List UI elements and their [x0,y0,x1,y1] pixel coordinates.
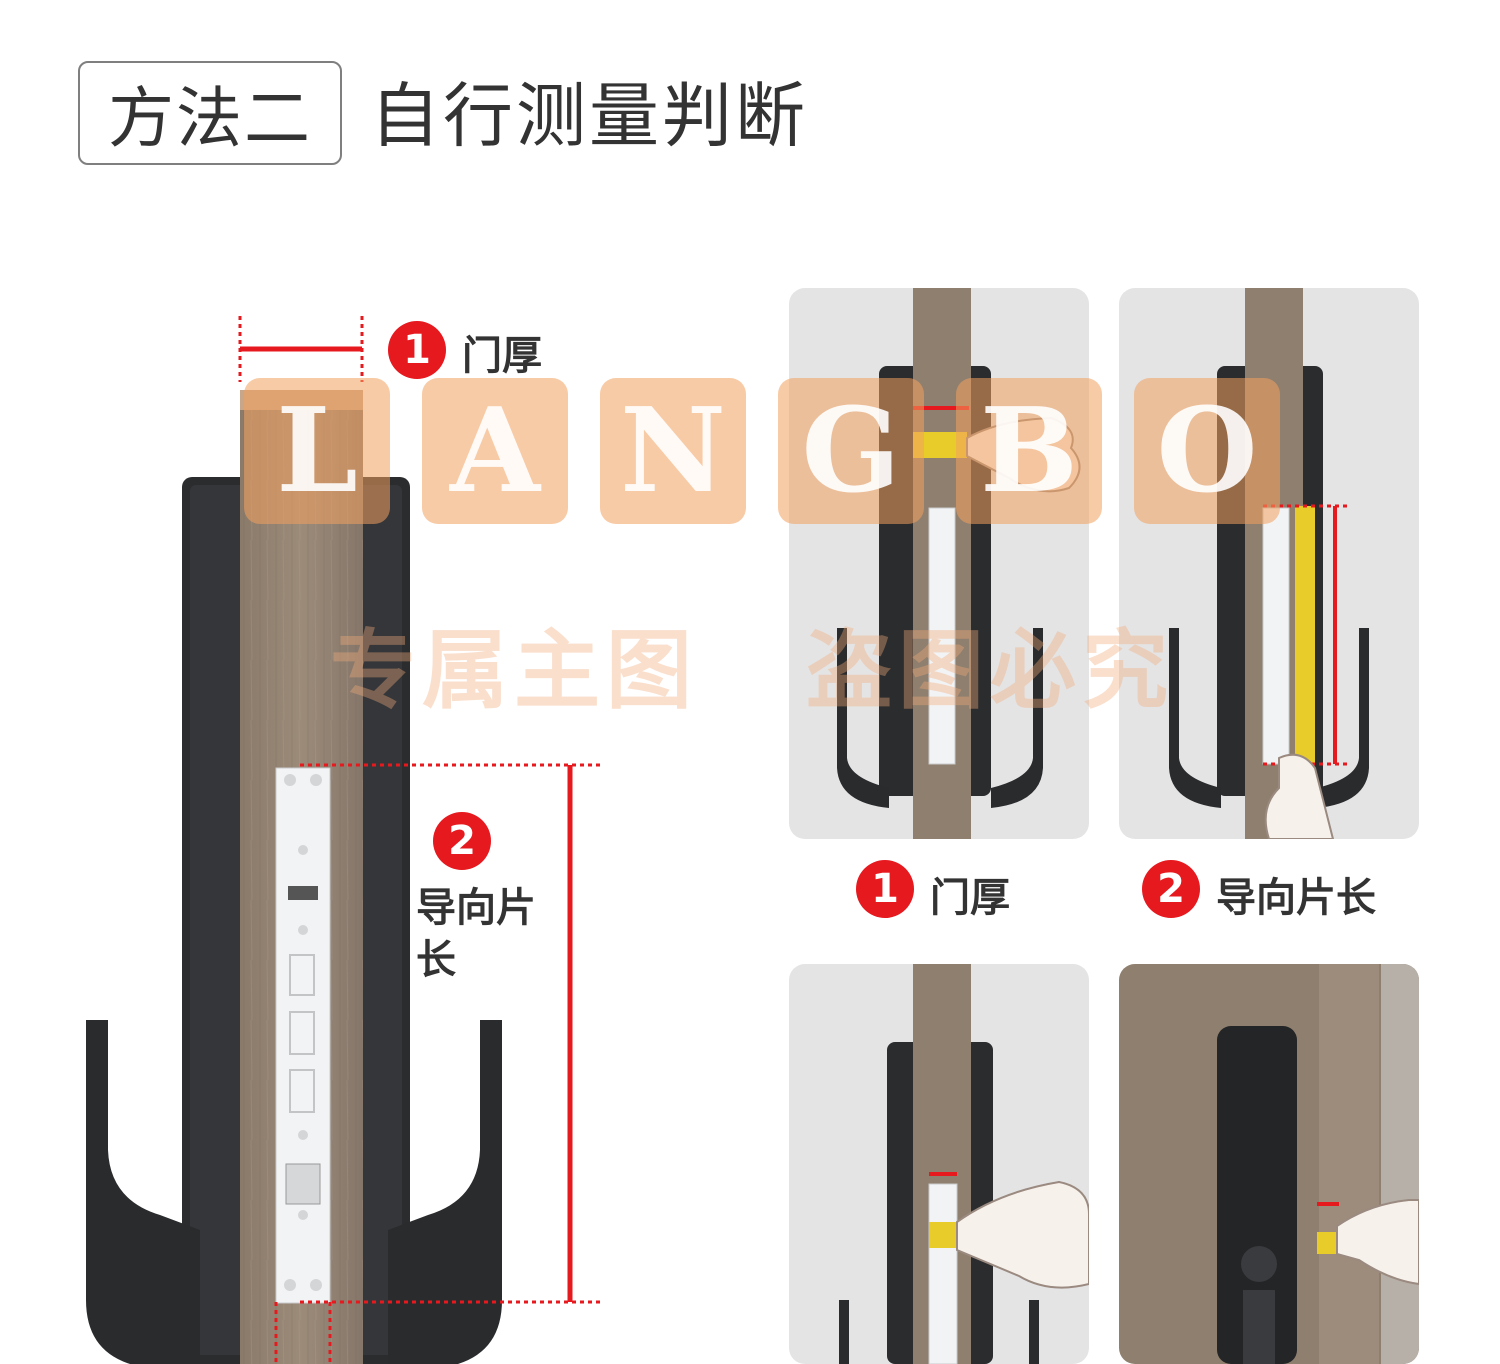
watermark-tile: N [600,378,746,524]
watermark-text-right: 盗图必究 [806,620,1174,721]
step2-badge: 2 [433,812,491,870]
page-title: 自行测量判断 [370,75,808,157]
watermark-tile: A [422,378,568,524]
main-lock-diagram [86,316,604,1364]
panel-plate-width [789,964,1089,1364]
watermark-text-left: 专属主图 [330,620,698,721]
step1-badge: 1 [388,321,446,379]
right-handle [388,1020,502,1364]
watermark-tile: B [956,378,1102,524]
panel-door-thickness [789,288,1089,839]
panel2-badge: 2 [1142,860,1200,918]
panel1-label: 门厚 [930,875,1010,921]
panel-frame-side [1119,964,1419,1364]
door-thickness-dimension [238,316,364,382]
method-label: 方法二 [108,80,312,157]
step2-label: 导向片 长 [416,882,536,986]
watermark-tile: O [1134,378,1280,524]
watermark-tile: L [244,378,390,524]
panel-guide-length [1119,288,1419,839]
method-label-box: 方法二 [78,61,342,165]
guide-length-dimension [274,763,604,1364]
step2-label-line1: 导向片 [416,885,536,931]
step2-label-line2: 长 [416,937,456,983]
step1-label: 门厚 [462,333,542,379]
watermark-tile: G [778,378,924,524]
watermark-letters: L A N G B O [244,378,1280,524]
panel1-badge: 1 [856,860,914,918]
left-handle [86,1020,200,1364]
panel2-label: 导向片长 [1216,875,1376,921]
